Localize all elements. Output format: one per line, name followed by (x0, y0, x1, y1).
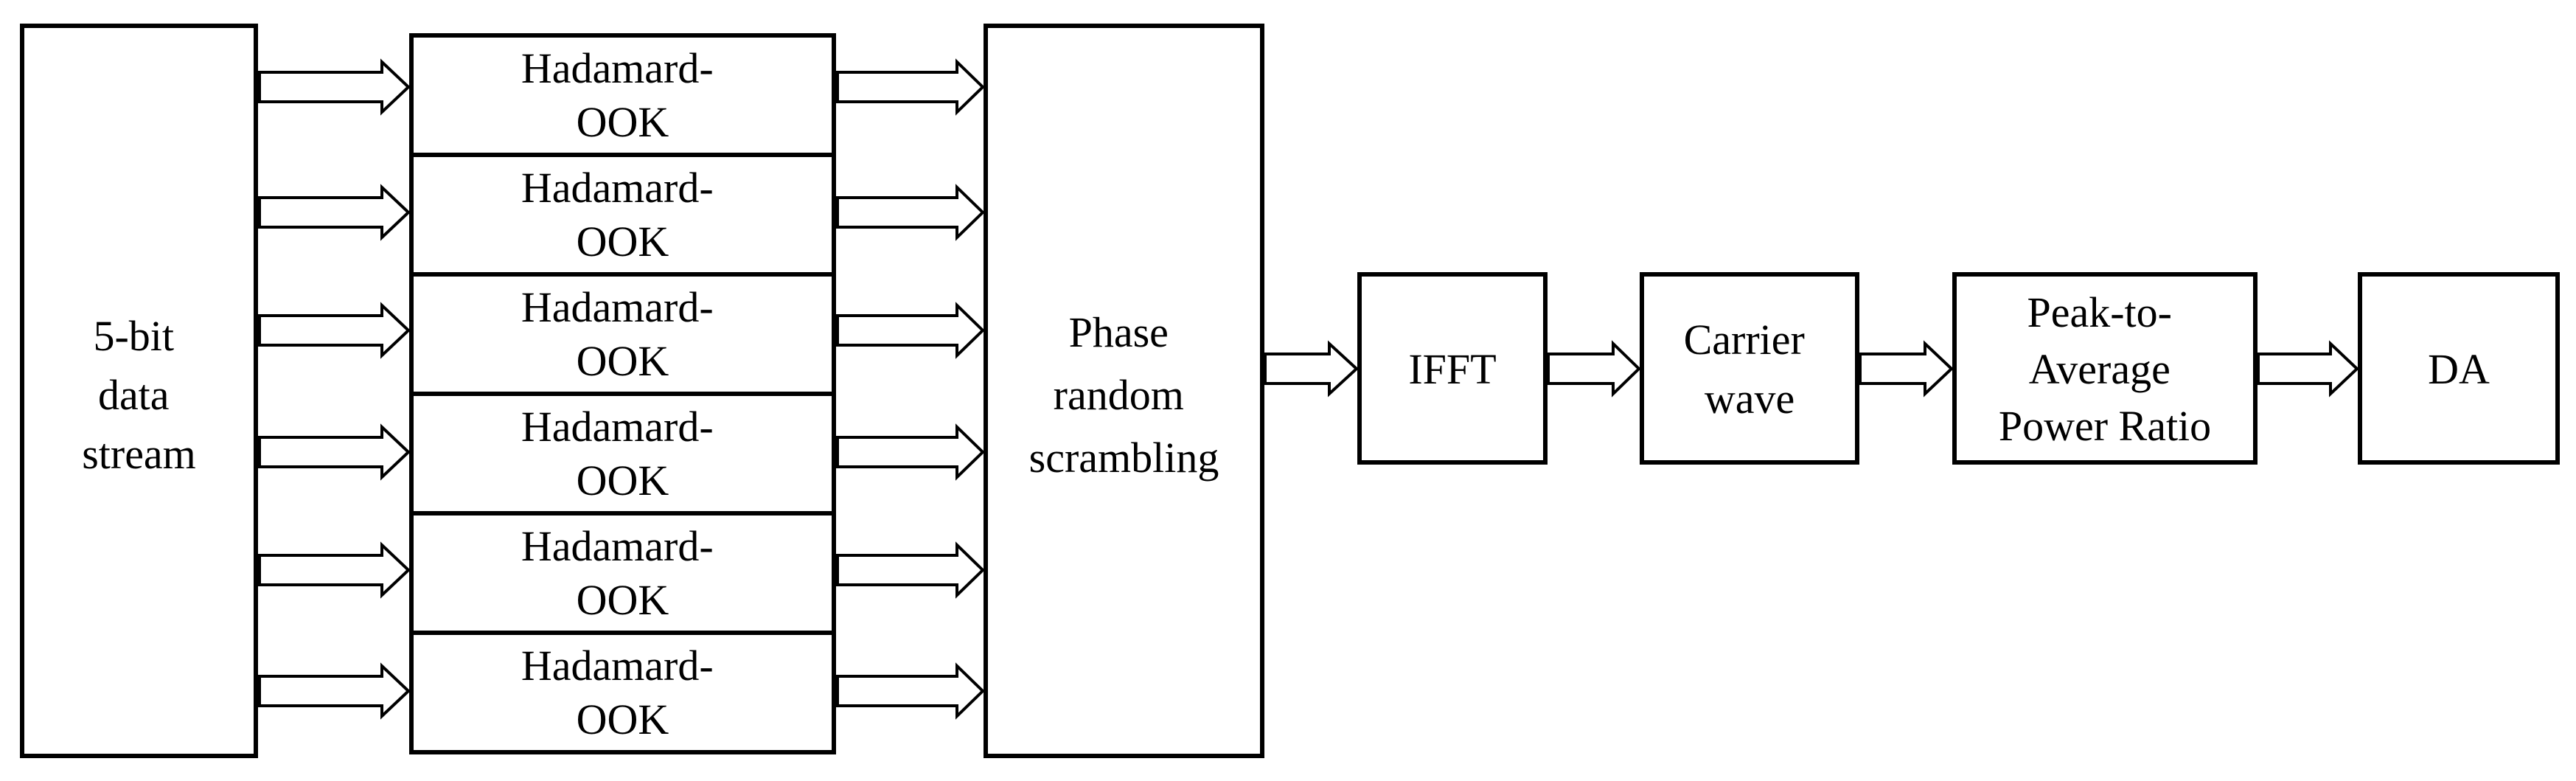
da-block-label: DA (2428, 345, 2490, 393)
encoder-block-label: Hadamard- OOK (521, 642, 724, 743)
arrow (1264, 340, 1359, 398)
scrambler-block: Phase random scrambling (984, 24, 1264, 758)
encoder-block-frame (409, 153, 836, 277)
carrier-wave-block-line-2: wave (1705, 375, 1795, 423)
arrow (258, 662, 411, 720)
arrow (258, 58, 411, 116)
arrow (2257, 340, 2359, 398)
encoder-block-line-2: OOK (577, 457, 669, 504)
scrambler-block-label: Phase random scrambling (1029, 308, 1219, 482)
source-to-encoder-arrows (258, 58, 411, 720)
encoder-block-frame (409, 392, 836, 516)
da-block-frame (2358, 272, 2560, 465)
arrow (258, 541, 411, 599)
carrier-wave-block-line-1: Carrier (1684, 316, 1805, 364)
encoder-block-frame (409, 631, 836, 754)
scrambler-block-line-1: Phase (1069, 308, 1169, 356)
encoder-block-line-1: Hadamard- (521, 642, 714, 690)
carrier-wave-block: Carrier wave (1640, 272, 1859, 465)
encoder-block-line-1: Hadamard- (521, 522, 714, 570)
encoder-block-line-2: OOK (577, 576, 669, 624)
encoder-block-line-1: Hadamard- (521, 44, 714, 92)
encoder-block: Hadamard- OOK (409, 153, 836, 277)
encoder-block-frame (409, 272, 836, 396)
encoder-to-scrambler-arrows (836, 58, 985, 720)
papr-block: Peak-to- Average Power Ratio (1952, 272, 2258, 465)
encoder-block-label: Hadamard- OOK (521, 44, 724, 146)
arrow (836, 541, 985, 599)
source-block-frame (20, 24, 258, 758)
encoder-block: Hadamard- OOK (409, 631, 836, 754)
scrambler-block-frame (984, 24, 1264, 758)
arrow (836, 302, 985, 359)
papr-block-line-2: Average (2029, 345, 2171, 393)
arrow (1859, 340, 1954, 398)
encoder-block-line-2: OOK (577, 337, 669, 385)
arrow (836, 423, 985, 481)
arrow (258, 423, 411, 481)
encoder-block-line-2: OOK (577, 98, 669, 146)
ifft-block-label: IFFT (1408, 345, 1496, 393)
da-block: DA (2358, 272, 2560, 465)
arrow (836, 58, 985, 116)
encoder-block-label: Hadamard- OOK (521, 283, 724, 385)
papr-block-label: Peak-to- Average Power Ratio (1999, 288, 2211, 450)
arrow (836, 662, 985, 720)
encoder-block: Hadamard- OOK (409, 511, 836, 635)
encoder-block: Hadamard- OOK (409, 33, 836, 157)
scrambler-block-line-2: random (1054, 371, 1184, 419)
ifft-block-line-1: IFFT (1408, 345, 1496, 393)
encoder-block-label: Hadamard- OOK (521, 164, 724, 265)
papr-block-line-1: Peak-to- (2027, 288, 2173, 336)
encoder-block-line-1: Hadamard- (521, 164, 714, 212)
scrambler-block-line-3: scrambling (1029, 434, 1219, 482)
encoder-block-line-1: Hadamard- (521, 283, 714, 331)
encoder-block: Hadamard- OOK (409, 392, 836, 516)
encoder-block-line-2: OOK (577, 695, 669, 743)
source-block: 5-bit data stream (20, 24, 258, 758)
encoder-block-line-1: Hadamard- (521, 403, 714, 451)
da-block-line-1: DA (2428, 345, 2490, 393)
papr-block-line-3: Power Ratio (1999, 402, 2211, 450)
papr-block-frame (1952, 272, 2258, 465)
source-block-label: 5-bit data stream (82, 312, 196, 478)
encoder-stack: Hadamard- OOK Hadamard- OOK Hadamard- OO… (409, 33, 836, 754)
carrier-wave-block-label: Carrier wave (1684, 316, 1816, 423)
encoder-block-frame (409, 511, 836, 635)
encoder-block-frame (409, 33, 836, 157)
encoder-block-label: Hadamard- OOK (521, 403, 724, 504)
arrow (1547, 340, 1641, 398)
arrow (836, 184, 985, 241)
encoder-block: Hadamard- OOK (409, 272, 836, 396)
source-block-line-1: 5-bit (93, 312, 174, 360)
source-block-line-2: data (98, 371, 170, 419)
carrier-wave-block-frame (1640, 272, 1859, 465)
ifft-block-frame (1357, 272, 1548, 465)
encoder-block-label: Hadamard- OOK (521, 522, 724, 624)
ifft-block: IFFT (1357, 272, 1548, 465)
source-block-line-3: stream (82, 430, 196, 478)
chain-arrows (1264, 340, 2359, 398)
arrow (258, 184, 411, 241)
arrow (258, 302, 411, 359)
encoder-block-line-2: OOK (577, 218, 669, 265)
